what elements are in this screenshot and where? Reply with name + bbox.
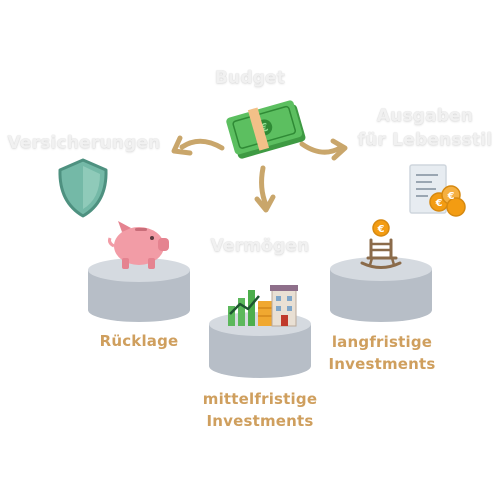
mid-investments-line1: mittelfristige bbox=[202, 390, 318, 408]
lifestyle-label: Ausgaben für Lebensstil bbox=[350, 104, 500, 152]
lifestyle-label-line1: Ausgaben bbox=[376, 106, 474, 126]
svg-text:€: € bbox=[435, 198, 443, 209]
receipt-coins-icon: € € bbox=[409, 164, 466, 217]
piggy-bank-icon bbox=[108, 221, 169, 269]
assets-label: Vermögen bbox=[210, 236, 310, 256]
arrow-right bbox=[299, 138, 348, 161]
long-investments-line1: langfristige bbox=[331, 333, 433, 351]
long-investments-label: langfristige Investments bbox=[320, 331, 444, 375]
mid-investments-label: mittelfristige Investments bbox=[195, 388, 325, 432]
money-bundle-icon: € bbox=[226, 100, 306, 159]
arrow-left bbox=[171, 135, 225, 156]
svg-text:€: € bbox=[377, 224, 385, 235]
svg-text:€: € bbox=[447, 191, 455, 202]
mid-investments-line2: Investments bbox=[206, 412, 314, 430]
bar-chart-buildings-icon bbox=[228, 285, 298, 327]
long-investments-line2: Investments bbox=[328, 355, 436, 373]
budget-label: Budget bbox=[214, 68, 286, 88]
shield-icon bbox=[58, 158, 108, 218]
arrow-down bbox=[254, 165, 276, 213]
reserve-label: Rücklage bbox=[99, 332, 179, 350]
rocking-chair-icon: € bbox=[360, 219, 402, 269]
svg-text:€: € bbox=[258, 121, 270, 136]
insurance-label: Versicherungen bbox=[7, 133, 161, 153]
lifestyle-label-line2: für Lebensstil bbox=[357, 130, 493, 150]
pedestal-reserve bbox=[88, 258, 190, 322]
